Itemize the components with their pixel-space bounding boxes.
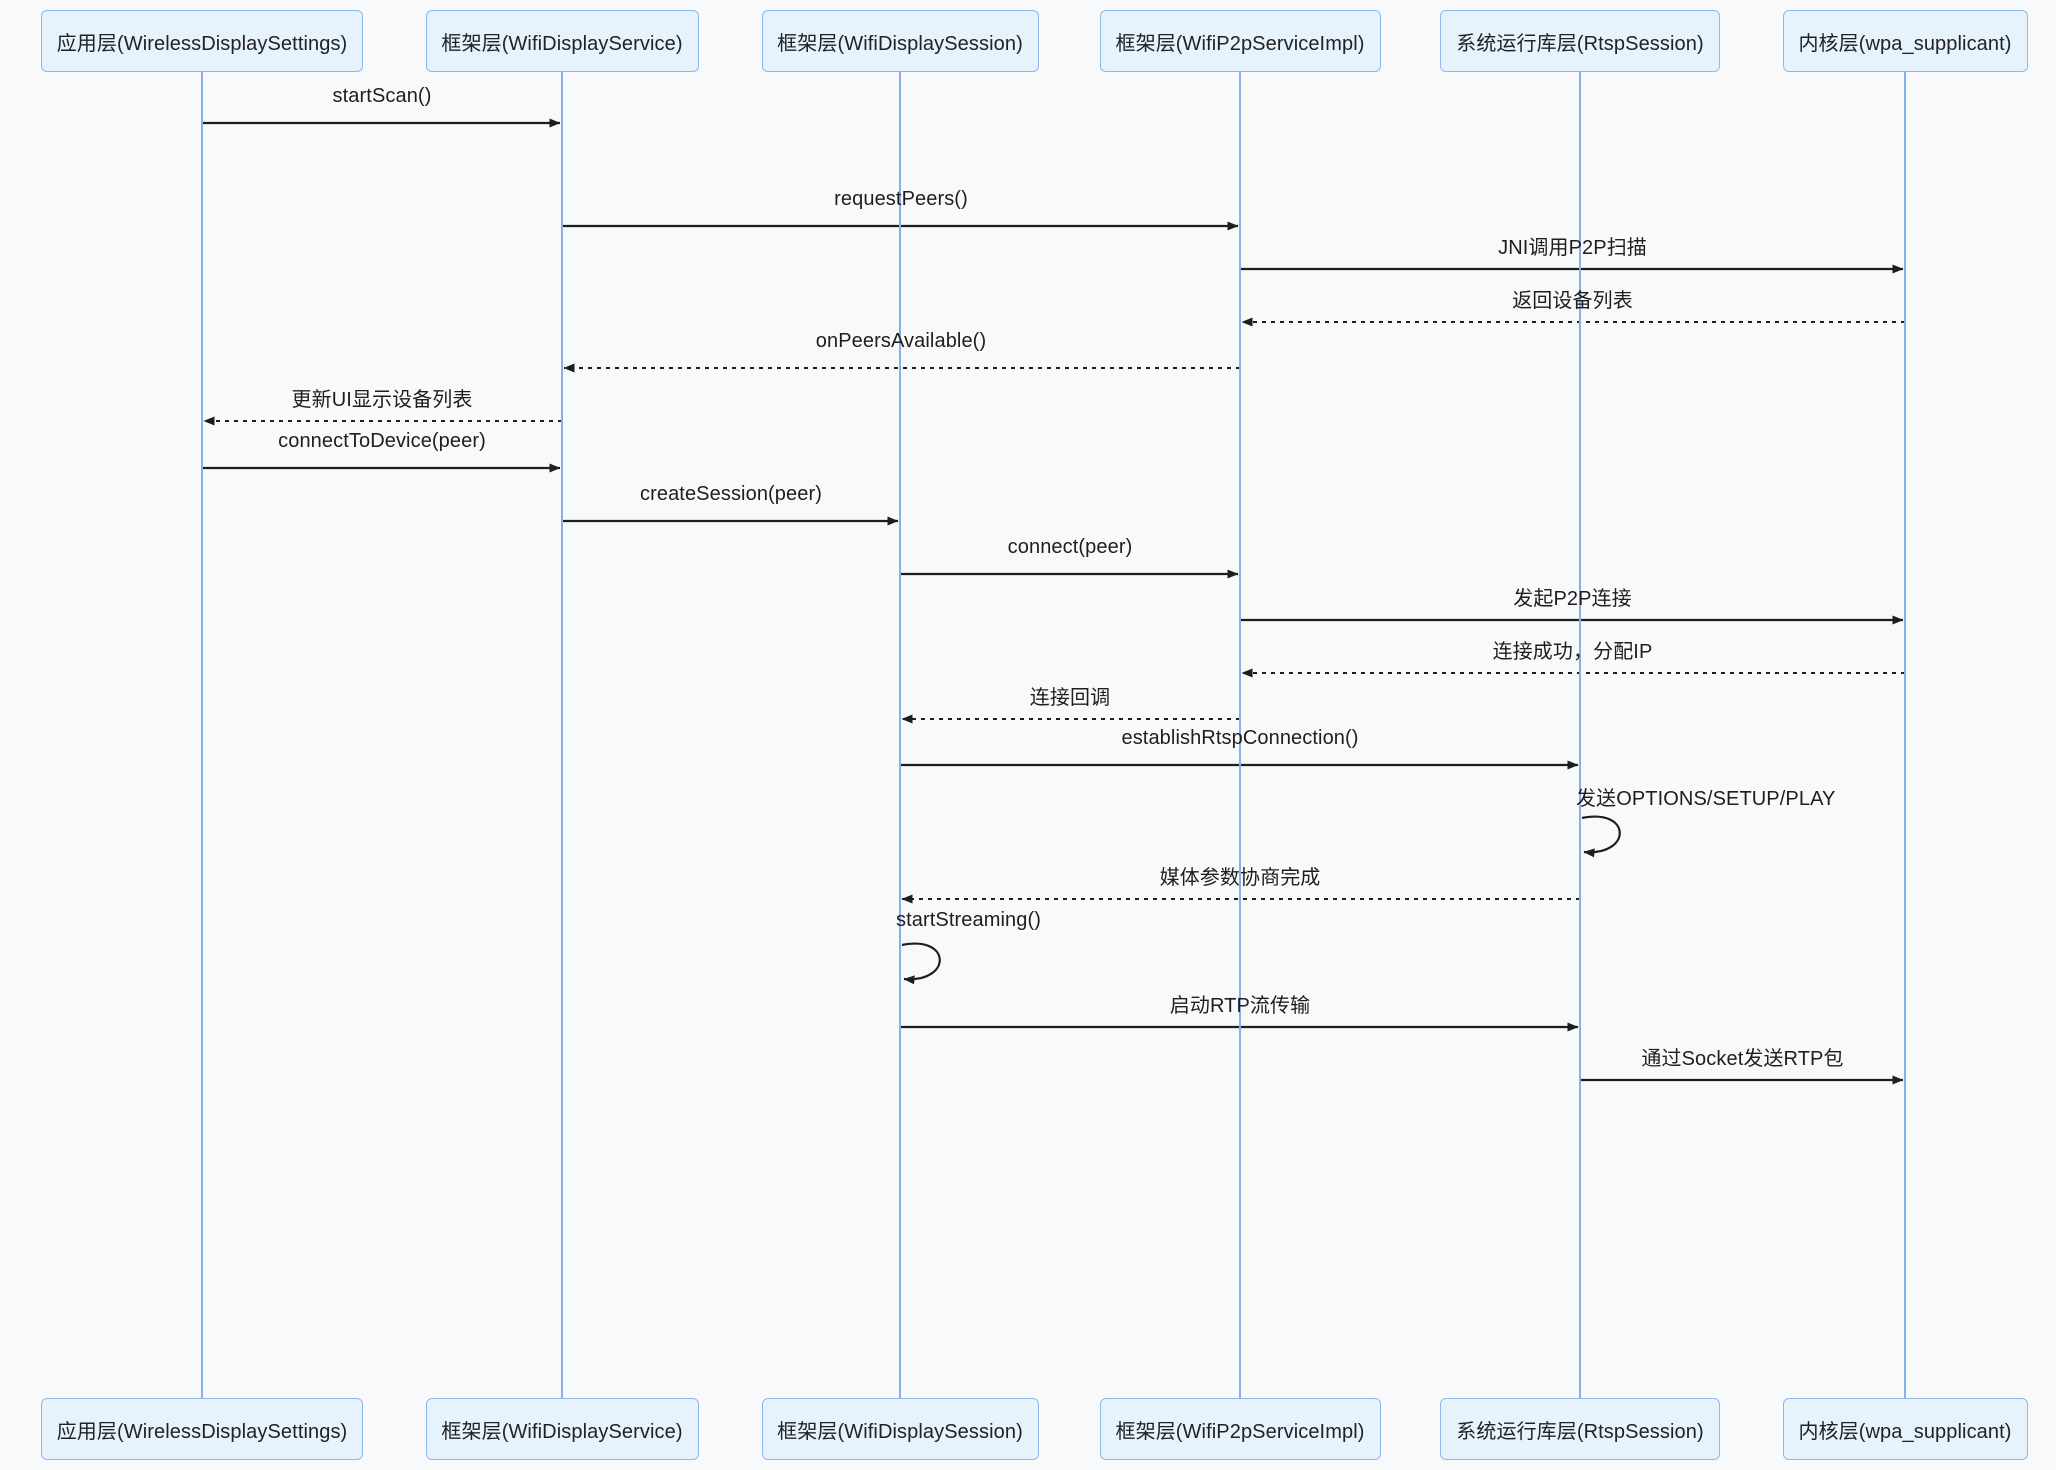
lifeline-app <box>200 72 204 1398</box>
participant-box-svc-bottom: 框架层(WifiDisplayService) <box>425 1398 699 1460</box>
lifeline-rtsp <box>1578 72 1582 1398</box>
message-label: 连接回调 <box>1029 687 1111 709</box>
participant-label: 框架层(WifiDisplaySession) <box>777 1420 1023 1443</box>
participant-box-rtsp-top: 系统运行库层(RtspSession) <box>1440 10 1720 72</box>
participant-label: 内核层(wpa_supplicant) <box>1798 32 2012 55</box>
message-label: 返回设备列表 <box>1512 290 1633 312</box>
message-label: JNI调用P2P扫描 <box>1498 237 1647 259</box>
message-label: startScan() <box>332 85 432 107</box>
self-message-loop <box>1581 815 1621 858</box>
lifeline-p2p <box>1238 72 1242 1398</box>
message-label: 通过Socket发送RTP包 <box>1641 1048 1844 1070</box>
participant-label: 框架层(WifiP2pServiceImpl) <box>1115 1420 1365 1443</box>
self-message-loop <box>901 942 941 985</box>
participant-box-wpa-top: 内核层(wpa_supplicant) <box>1782 10 2028 72</box>
participant-box-svc-top: 框架层(WifiDisplayService) <box>425 10 699 72</box>
message-label: createSession(peer) <box>640 483 822 505</box>
participant-box-p2p-bottom: 框架层(WifiP2pServiceImpl) <box>1099 1398 1381 1460</box>
participant-label: 框架层(WifiDisplayService) <box>441 1420 683 1443</box>
participant-box-rtsp-bottom: 系统运行库层(RtspSession) <box>1440 1398 1720 1460</box>
participant-label: 框架层(WifiDisplayService) <box>441 32 683 55</box>
message-label: connectToDevice(peer) <box>278 430 486 452</box>
message-label: 发起P2P连接 <box>1513 588 1632 610</box>
participant-label: 系统运行库层(RtspSession) <box>1456 1420 1704 1443</box>
message-label: requestPeers() <box>834 188 968 210</box>
participant-box-wpa-bottom: 内核层(wpa_supplicant) <box>1782 1398 2028 1460</box>
message-label: 连接成功，分配IP <box>1492 641 1653 663</box>
participant-box-app-bottom: 应用层(WirelessDisplaySettings) <box>41 1398 363 1460</box>
lifeline-svc <box>560 72 564 1398</box>
participant-label: 内核层(wpa_supplicant) <box>1798 1420 2012 1443</box>
participant-label: 应用层(WirelessDisplaySettings) <box>56 32 348 55</box>
lifeline-sess <box>898 72 902 1398</box>
message-label: 更新UI显示设备列表 <box>291 389 473 411</box>
message-label: 媒体参数协商完成 <box>1159 867 1321 889</box>
participant-label: 系统运行库层(RtspSession) <box>1456 32 1704 55</box>
participant-label: 应用层(WirelessDisplaySettings) <box>56 1420 348 1443</box>
message-label: 启动RTP流传输 <box>1169 995 1311 1017</box>
participant-box-sess-bottom: 框架层(WifiDisplaySession) <box>761 1398 1039 1460</box>
message-label: establishRtspConnection() <box>1121 727 1359 749</box>
participant-label: 框架层(WifiDisplaySession) <box>777 32 1023 55</box>
participant-box-p2p-top: 框架层(WifiP2pServiceImpl) <box>1099 10 1381 72</box>
participant-box-app-top: 应用层(WirelessDisplaySettings) <box>41 10 363 72</box>
participant-box-sess-top: 框架层(WifiDisplaySession) <box>761 10 1039 72</box>
self-message-label: startStreaming() <box>896 909 1041 931</box>
lifeline-wpa <box>1903 72 1907 1398</box>
message-label: onPeersAvailable() <box>815 330 987 352</box>
participant-label: 框架层(WifiP2pServiceImpl) <box>1115 32 1365 55</box>
self-message-label: 发送OPTIONS/SETUP/PLAY <box>1576 788 1836 810</box>
message-label: connect(peer) <box>1007 536 1133 558</box>
